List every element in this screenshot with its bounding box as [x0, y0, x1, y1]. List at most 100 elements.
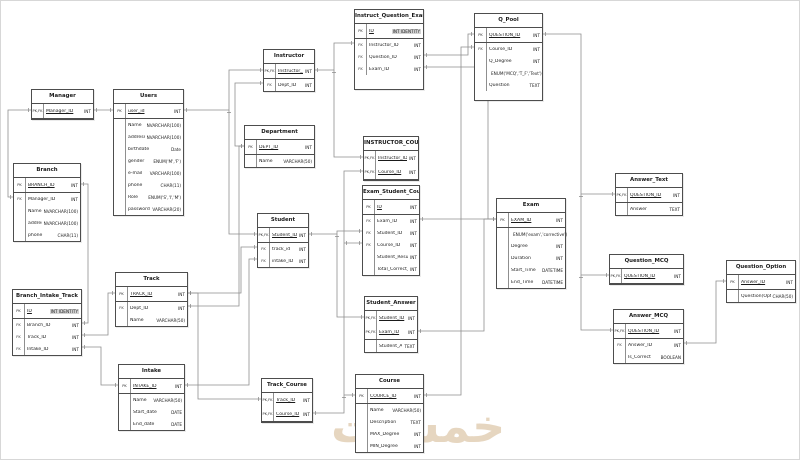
entity-title: Instructor [264, 50, 314, 64]
field-name: QUESTION_ID [628, 328, 660, 334]
primary-key-label: PK,FK [364, 165, 376, 179]
field-name: Instructor_ID [278, 68, 303, 74]
entity-exam_student_course[interactable]: Exam_Student_CoursePKIDINTFKExam_IDINTFK… [362, 185, 420, 276]
field-row: Total_Correct_AnswerINT [363, 263, 419, 275]
field-type: ENUM('MCQ','T_F','Text') [491, 70, 542, 76]
field-name: Question_ID [369, 54, 397, 60]
field-name: TRACK_ID [130, 291, 153, 297]
relationship-student_answer-exam [418, 218, 496, 332]
field-type: VARCHAR(100) [149, 170, 181, 176]
field-type: INT [305, 82, 312, 88]
field-name: Instructor_ID [378, 155, 408, 161]
relationship-answer_mcq-question_option [684, 280, 726, 344]
key-spacer [475, 67, 487, 79]
foreign-key-label: FK [258, 243, 270, 255]
key-spacer [363, 251, 375, 263]
field-type: VARCHAR(50) [283, 158, 312, 164]
key-spacer [114, 191, 126, 203]
entity-instructor[interactable]: InstructorPK,FKInstructor_IDINTFKDept_ID… [263, 49, 315, 92]
field-type: INT [533, 32, 540, 38]
foreign-key-label: FK [355, 39, 367, 51]
field-name: QUESTION_ID [630, 192, 662, 198]
field-type: NVARCHAR(100) [146, 134, 181, 140]
field-name: gender [128, 158, 145, 164]
field-type: INT [410, 266, 417, 272]
foreign-key-label: FK [258, 255, 270, 267]
field-type: ENUM('S','I','M') [148, 194, 181, 200]
entity-instructor_course[interactable]: INSTRUCTOR_COURSEPK,FKInstructor_IDINTPK… [363, 136, 419, 181]
key-spacer [497, 252, 509, 264]
field-type: VARCHAR(50) [392, 407, 421, 413]
field-name: End_date [133, 421, 155, 427]
field-type: INT [556, 217, 563, 223]
field-name: Student_Result [377, 254, 409, 260]
key-spacer [475, 79, 487, 91]
key-spacer [119, 394, 131, 406]
field-name: track_id [272, 246, 291, 252]
field-name: COURCE_ID [370, 393, 397, 399]
key-spacer [14, 217, 26, 229]
field-name: Course_ID [377, 242, 401, 248]
entity-title: Track [116, 273, 187, 287]
field-type: INT [303, 397, 310, 403]
field-row: Role ENUM('S','I','M') [114, 191, 183, 203]
primary-key-label: PK [356, 389, 368, 403]
primary-key-label: PK [363, 200, 375, 214]
field-type: INT [299, 258, 306, 264]
relationship-users-instructor [184, 69, 263, 111]
field-type: TEXT [529, 82, 540, 88]
field-name: Role [128, 194, 138, 200]
relationship-track-student [188, 246, 257, 294]
field-type: NVARCHAR(100) [43, 208, 78, 214]
primary-key-label: PK,FK [365, 311, 377, 325]
key-spacer [114, 155, 126, 167]
field-name: address [128, 134, 145, 140]
field-name: Exam_ID [377, 218, 398, 224]
field-name: Duration [511, 255, 531, 261]
entity-exam[interactable]: ExamPKEXAM_IDINTTypeENUM('exam','correct… [496, 198, 567, 289]
field-type: INT [299, 246, 306, 252]
field-name: Course_ID [378, 169, 402, 175]
field-type: DATETIME [542, 279, 563, 285]
field-type: VARCHAR(50) [153, 397, 182, 403]
primary-key-label: PK,FK [262, 393, 274, 407]
field-name: Name [28, 208, 42, 214]
field-type: INT [533, 46, 540, 52]
key-spacer [114, 143, 126, 155]
foreign-key-label: FK [614, 339, 626, 351]
